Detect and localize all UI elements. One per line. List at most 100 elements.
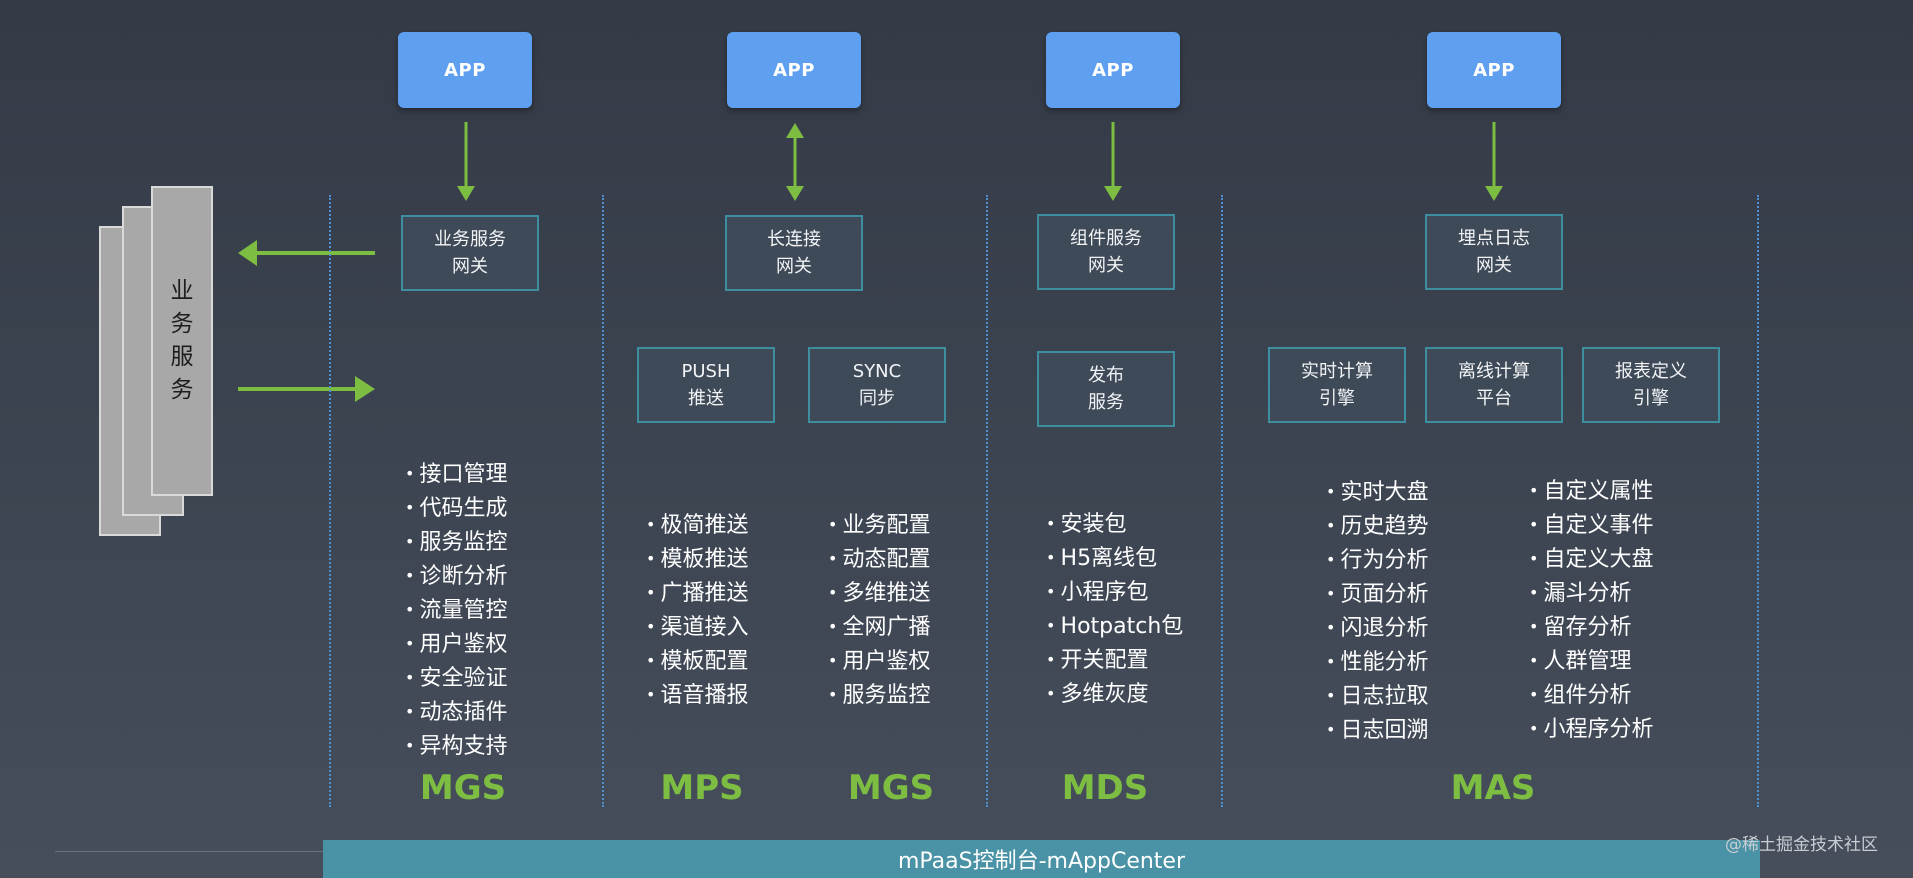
- feature-list-mas-right: 自定义属性 自定义事件 自定义大盘 漏斗分析 留存分析 人群管理 组件分析 小程…: [1529, 475, 1654, 747]
- module-label: 引擎: [1633, 388, 1669, 409]
- column-separator: [329, 195, 331, 807]
- arrowhead: [457, 186, 475, 201]
- business-service-card: 业 务 服 务: [151, 186, 213, 496]
- list-item: 全网广播: [828, 611, 931, 645]
- module-label: 报表定义: [1615, 361, 1687, 382]
- column-separator: [602, 195, 604, 807]
- list-item: 多维灰度: [1046, 678, 1183, 712]
- column-separator: [1757, 195, 1759, 807]
- feature-list-mas-left: 实时大盘 历史趋势 行为分析 页面分析 闪退分析 性能分析 日志拉取 日志回溯: [1326, 476, 1429, 748]
- module-publish-service: 发布 服务: [1037, 351, 1175, 427]
- app-box-mps: APP: [727, 32, 861, 108]
- list-item: 渠道接入: [646, 611, 749, 645]
- list-item: 组件分析: [1529, 679, 1654, 713]
- app-box-mds: APP: [1046, 32, 1180, 108]
- gateway-mas: 埋点日志 网关: [1425, 214, 1563, 290]
- gateway-mgs: 业务服务 网关: [401, 215, 539, 291]
- module-label: 引擎: [1319, 388, 1355, 409]
- app-box-mas: APP: [1427, 32, 1561, 108]
- list-item: 自定义属性: [1529, 475, 1654, 509]
- product-label-mds: MDS: [1061, 768, 1149, 808]
- arrowhead: [1104, 186, 1122, 201]
- list-item: 页面分析: [1326, 578, 1429, 612]
- watermark: @稀土掘金技术社区: [1725, 835, 1878, 855]
- list-item: 异构支持: [405, 730, 508, 764]
- gateway-mps: 长连接 网关: [725, 215, 863, 291]
- module-sync: SYNC 同步: [808, 347, 946, 423]
- product-label-mgs: MGS: [419, 768, 507, 808]
- business-service-char: 业: [170, 278, 194, 304]
- list-item: 漏斗分析: [1529, 577, 1654, 611]
- list-item: 日志回溯: [1326, 714, 1429, 748]
- console-bar: mPaaS控制台-mAppCenter: [323, 840, 1760, 878]
- list-item: 动态插件: [405, 696, 508, 730]
- business-service-char: 服: [170, 344, 194, 370]
- list-item: 闪退分析: [1326, 612, 1429, 646]
- list-item: 诊断分析: [405, 560, 508, 594]
- product-label-mas: MAS: [1450, 768, 1536, 808]
- list-item: 业务配置: [828, 509, 931, 543]
- list-item: 开关配置: [1046, 644, 1183, 678]
- app-box-mgs: APP: [398, 32, 532, 108]
- gateway-label: 组件服务: [1070, 228, 1142, 249]
- list-item: 日志拉取: [1326, 680, 1429, 714]
- list-item: 多维推送: [828, 577, 931, 611]
- module-label: 服务: [1088, 392, 1124, 413]
- list-item: 接口管理: [405, 458, 508, 492]
- arrowhead: [786, 186, 804, 201]
- list-item: 模板推送: [646, 543, 749, 577]
- list-item: 语音播报: [646, 679, 749, 713]
- gateway-label: 业务服务: [434, 229, 506, 250]
- list-item: 性能分析: [1326, 646, 1429, 680]
- list-item: 留存分析: [1529, 611, 1654, 645]
- business-service-char: 务: [170, 377, 194, 403]
- gateway-label: 网关: [1088, 255, 1124, 276]
- list-item: 服务监控: [828, 679, 931, 713]
- list-item: 自定义大盘: [1529, 543, 1654, 577]
- list-item: 服务监控: [405, 526, 508, 560]
- feature-list-mds: 安装包 H5离线包 小程序包 Hotpatch包 开关配置 多维灰度: [1046, 508, 1184, 712]
- product-label-mps: MPS: [660, 768, 744, 808]
- module-label: 同步: [859, 388, 895, 409]
- list-item: 极简推送: [646, 509, 749, 543]
- gateway-label: 长连接: [767, 229, 821, 250]
- product-label-mgs-sync: MGS: [847, 768, 935, 808]
- list-item: 模板配置: [646, 645, 749, 679]
- module-offline-platform: 离线计算 平台: [1425, 347, 1563, 423]
- list-item: 人群管理: [1529, 645, 1654, 679]
- arrowhead: [355, 376, 375, 402]
- gateway-label: 埋点日志: [1458, 228, 1530, 249]
- column-separator: [1221, 195, 1223, 807]
- list-item: 历史趋势: [1326, 510, 1429, 544]
- gateway-label: 网关: [1476, 255, 1512, 276]
- module-label: 平台: [1476, 388, 1512, 409]
- list-item: 用户鉴权: [828, 645, 931, 679]
- list-item: 小程序包: [1046, 576, 1183, 610]
- module-label: 发布: [1088, 365, 1124, 386]
- gateway-mds: 组件服务 网关: [1037, 214, 1175, 290]
- feature-list-sync: 业务配置 动态配置 多维推送 全网广播 用户鉴权 服务监控: [828, 509, 931, 713]
- feature-list-mps: 极简推送 模板推送 广播推送 渠道接入 模板配置 语音播报: [646, 509, 749, 713]
- feature-list-mgs: 接口管理 代码生成 服务监控 诊断分析 流量管控 用户鉴权 安全验证 动态插件 …: [405, 458, 508, 764]
- column-separator: [986, 195, 988, 807]
- module-label: SYNC: [852, 361, 902, 382]
- list-item: 实时大盘: [1326, 476, 1429, 510]
- module-push: PUSH 推送: [637, 347, 775, 423]
- module-label: PUSH: [681, 361, 731, 382]
- list-item: 自定义事件: [1529, 509, 1654, 543]
- list-item: Hotpatch包: [1046, 610, 1184, 644]
- list-item: 行为分析: [1326, 544, 1429, 578]
- list-item: 广播推送: [646, 577, 749, 611]
- module-report-engine: 报表定义 引擎: [1582, 347, 1720, 423]
- arrowhead: [1485, 186, 1503, 201]
- list-item: 动态配置: [828, 543, 931, 577]
- arrowhead: [238, 240, 257, 266]
- module-label: 离线计算: [1458, 361, 1530, 382]
- module-realtime-engine: 实时计算 引擎: [1268, 347, 1406, 423]
- list-item: 安装包: [1046, 508, 1183, 542]
- list-item: H5离线包: [1046, 542, 1183, 576]
- business-service-char: 务: [170, 311, 194, 337]
- module-label: 实时计算: [1301, 361, 1373, 382]
- divider: [55, 851, 325, 852]
